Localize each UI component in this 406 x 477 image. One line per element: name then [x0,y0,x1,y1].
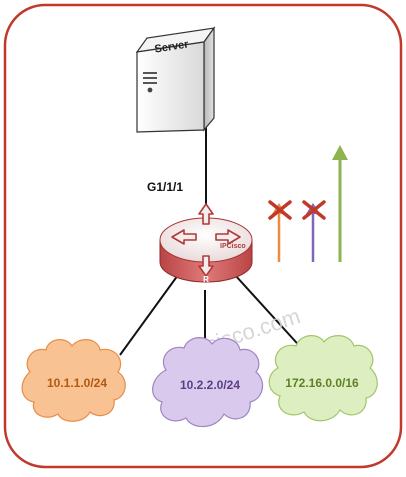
network-cloud-2: 10.2.2.0/24 [152,337,264,428]
network-label-3: 172.16.0.0/16 [285,376,359,390]
interface-label: G1/1/1 [147,180,183,194]
router-brand: IPCisco [220,243,246,250]
network-cloud-1: 10.1.1.0/24 [21,339,126,422]
server-icon: Server [135,26,216,133]
server-label: Server [154,38,190,55]
router-icon: IPCisco R [159,203,253,284]
network-cloud-3: 172.16.0.0/16 [268,335,378,422]
link-router-net3 [234,274,306,353]
deny-mark-net1 [268,200,292,220]
link-router-net1 [119,274,179,356]
network-label-2: 10.2.2.0/24 [180,378,240,392]
deny-mark-net2 [302,200,326,220]
route-arrow-net3 [332,145,348,262]
route-indicators [268,145,348,262]
router-badge: R [203,275,209,284]
diagram-frame [3,3,403,469]
network-label-1: 10.1.1.0/24 [47,376,107,390]
